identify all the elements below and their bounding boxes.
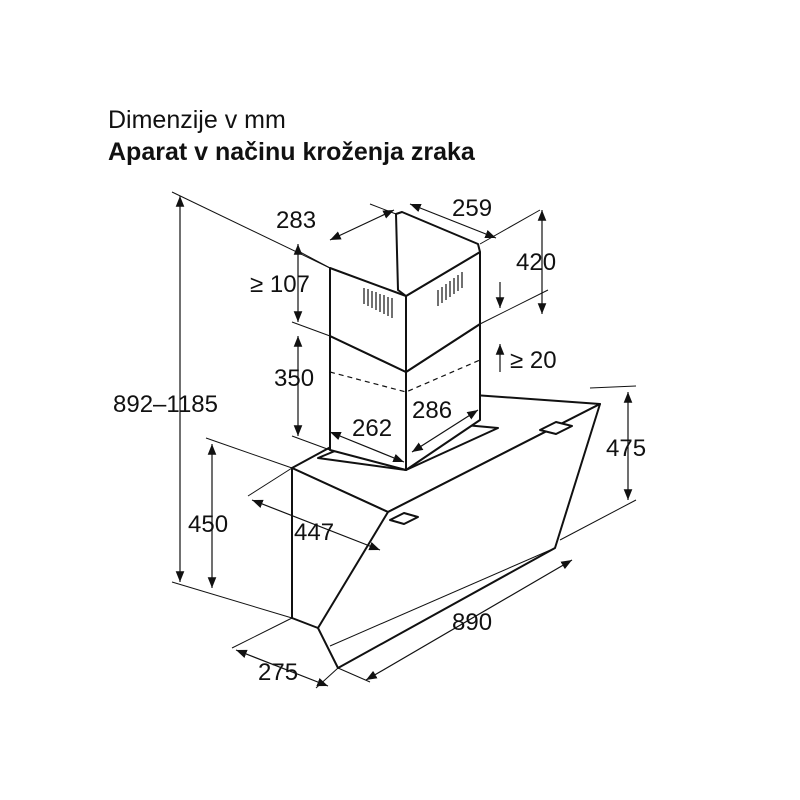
body-depth-dim: [251, 499, 381, 551]
vent-slots-right: [437, 272, 463, 306]
label-450: 450: [188, 511, 228, 538]
label-286: 286: [412, 397, 452, 424]
control-button: [389, 512, 419, 525]
ext-475-bottom: [559, 499, 637, 541]
bottom-depth-dim: [235, 649, 329, 687]
label-259: 259: [452, 195, 492, 222]
top-handle: [539, 421, 573, 435]
ext-283-right: [369, 203, 397, 215]
vent-slots-left: [363, 288, 393, 318]
label-min-107: ≥ 107: [250, 271, 310, 298]
label-275: 275: [258, 659, 298, 686]
base-depth-dim: [411, 409, 479, 453]
chimney-depth-dim: [329, 209, 395, 241]
diagram-title: Aparat v načinu kroženja zraka: [108, 138, 475, 166]
ext-420-bottom: [479, 289, 549, 325]
ext-890-left: [337, 667, 371, 683]
ext-bottom-total: [171, 581, 293, 619]
label-475: 475: [606, 435, 646, 462]
ext-447-left: [247, 467, 293, 497]
label-350: 350: [274, 365, 314, 392]
ext-107-bottom: [291, 321, 331, 337]
label-447: 447: [294, 519, 334, 546]
ext-450-top: [205, 437, 293, 469]
ext-283-left: [299, 251, 331, 269]
hood-width-dim: [365, 559, 573, 681]
ext-475-top: [589, 385, 637, 389]
label-283: 283: [276, 207, 316, 234]
chimney-width-dim: [409, 203, 497, 239]
label-892-1185: 892–1185: [113, 391, 218, 418]
ext-275-left: [231, 617, 293, 649]
title-block: Dimenzije v mm Aparat v načinu kroženja …: [108, 104, 475, 168]
label-420: 420: [516, 249, 556, 276]
base-width-dim: [329, 431, 405, 463]
ext-top-total: [171, 191, 331, 269]
label-262: 262: [352, 415, 392, 442]
label-min-20: ≥ 20: [510, 347, 557, 374]
diagram-subtitle: Dimenzije v mm: [108, 106, 286, 134]
label-890: 890: [452, 609, 492, 636]
dimension-labels: 283 259 420 ≥ 107 ≥ 20 350 892–1185 262 …: [113, 195, 646, 686]
ext-259-right: [479, 209, 541, 245]
ext-350-bottom: [291, 435, 331, 451]
dimension-lines: [171, 191, 637, 689]
